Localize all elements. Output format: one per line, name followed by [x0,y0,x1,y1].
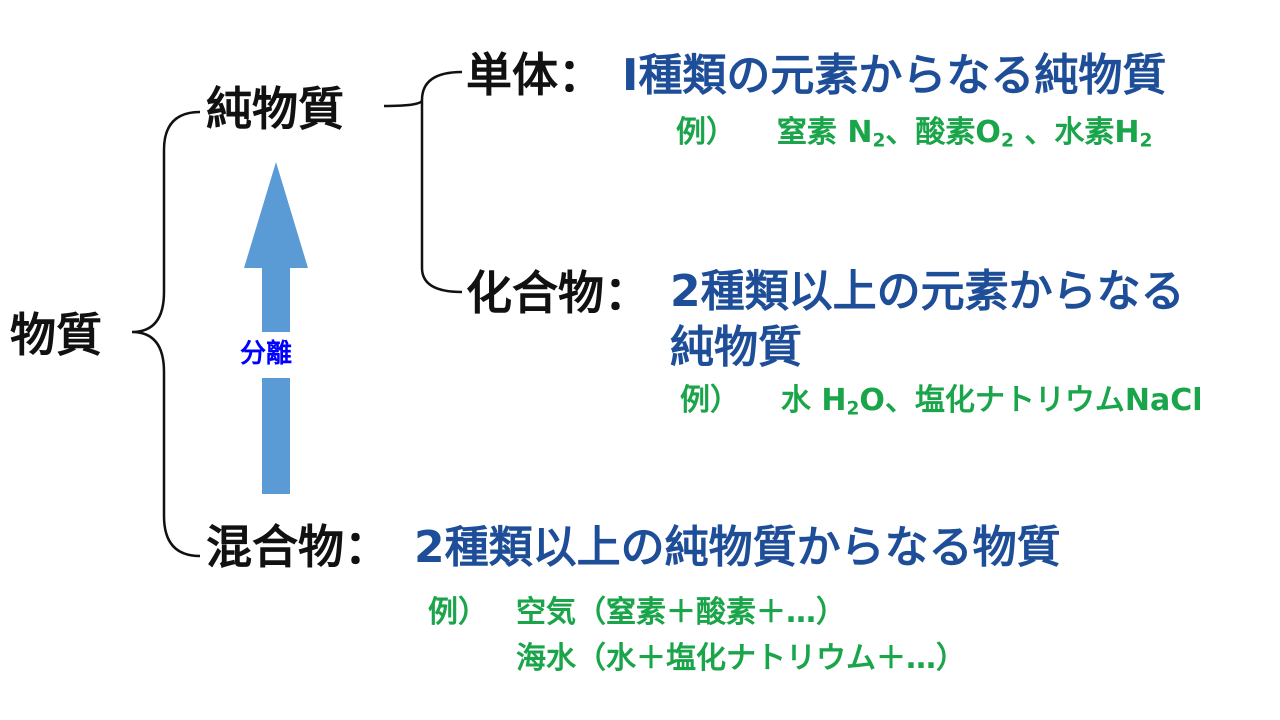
arrow-label-bg [236,332,316,378]
example-sodium-chloride: 、塩化ナトリウムNaCl [884,383,1203,418]
element-example-prefix: 例） [676,115,736,150]
separation-arrow [244,162,308,494]
mixture-example-air: 空気（窒素＋酸素＋…） [516,595,846,630]
root-term: 物質 [10,308,102,362]
mixture-example-prefix: 例） [428,595,488,630]
pure-substance-term: 純物質 [206,82,344,136]
compound-examples: 例） 水 H2O、塩化ナトリウムNaCl [680,383,1203,419]
example-hydrogen: 、水素H [1013,115,1140,150]
element-examples: 例） 窒素 N2、酸素O2 、水素H2 [676,115,1152,151]
pure-brace [383,70,463,294]
separation-label: 分離 [240,339,293,369]
mixture-example-seawater: 海水（水＋塩化ナトリウム＋…） [516,641,966,676]
element-definition: I種類の元素からなる純物質 [622,50,1167,101]
example-nitrogen: 窒素 N [776,115,873,150]
example-water: 水 H [780,383,847,418]
nitrogen-subscript: 2 [872,130,886,152]
oxygen-subscript: 2 [1000,130,1014,152]
hydrogen-subscript: 2 [1139,130,1153,152]
mixture-definition: 2種類以上の純物質からなる物質 [414,522,1061,573]
compound-term: 化合物： [466,266,650,320]
example-water-rest: O [859,383,885,418]
example-oxygen: 、酸素O [885,115,1001,150]
compound-example-prefix: 例） [680,383,740,418]
element-term: 単体： [466,48,604,102]
water-subscript: 2 [846,398,860,420]
compound-definition-line2: 純物質 [670,322,802,373]
main-brace [131,110,201,558]
compound-definition-line1: 2種類以上の元素からなる [670,266,1185,317]
mixture-term: 混合物： [206,520,390,574]
